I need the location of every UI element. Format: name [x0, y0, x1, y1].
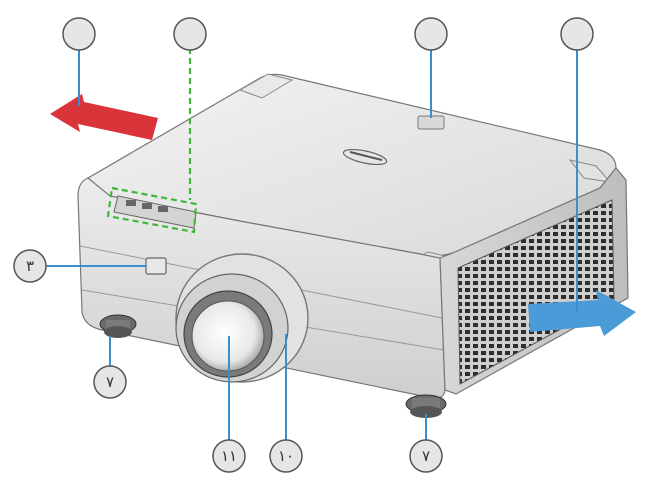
- svg-text:١١: ١١: [221, 447, 237, 465]
- intake-arrow-icon: [528, 290, 636, 336]
- callout-lens: ١١: [212, 439, 246, 473]
- svg-text:٧: ٧: [422, 447, 430, 465]
- top-rear-block: [238, 73, 294, 99]
- callout-top-ir-receiver: [414, 17, 448, 51]
- exhaust-arrow-icon: [50, 94, 158, 140]
- keypad-highlight: [106, 48, 198, 234]
- front-ir-window: [145, 257, 167, 275]
- foot-front-right: [405, 394, 447, 418]
- callout-foot-right: ٧: [409, 439, 443, 473]
- callout-top-keypad: [173, 17, 207, 51]
- foot-front-left: [99, 314, 137, 338]
- callout-foot-left: ٧: [93, 365, 127, 399]
- projector-body: [77, 73, 629, 418]
- callout-front-ir-receiver: ٣: [13, 249, 47, 283]
- callout-top-left-exhaust: [62, 17, 96, 51]
- projector-logo-icon: [342, 148, 388, 166]
- svg-text:٧: ٧: [106, 373, 114, 391]
- svg-text:١٠: ١٠: [278, 447, 294, 465]
- callout-focus-ring: ١٠: [269, 439, 303, 473]
- lens-assembly: [175, 253, 309, 383]
- svg-text:٣: ٣: [26, 257, 34, 275]
- callout-top-right-intake: [560, 17, 594, 51]
- leader-lines: [44, 50, 578, 440]
- front-keypad: [113, 195, 197, 229]
